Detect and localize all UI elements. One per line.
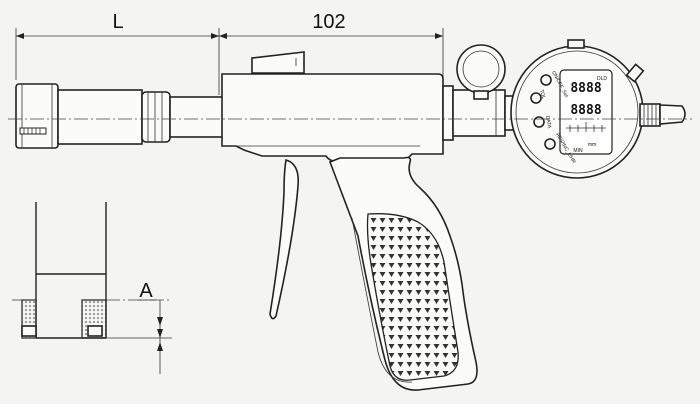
pistol-grip[interactable] <box>328 156 478 391</box>
dial-button-tol[interactable] <box>530 92 542 104</box>
dimension-a-label: A <box>139 280 153 302</box>
lcd-panel <box>559 69 613 155</box>
gun-body <box>221 51 444 163</box>
dial-button-data-label: DATA <box>544 115 552 129</box>
dial-button-tol-label: TOL <box>538 89 546 100</box>
digital-dial-indicator: 8888 8888 DLD mm MIN ON/OFF_Set TOL DATA… <box>510 39 645 179</box>
dial-button-onoff[interactable] <box>540 74 552 86</box>
lcd-unit: mm <box>588 142 596 148</box>
lcd-digits-1: 8888 <box>570 81 601 96</box>
small-indicator-knob <box>456 44 506 100</box>
trigger[interactable] <box>269 158 300 320</box>
dimension-l-label: L <box>112 11 123 33</box>
dial-button-data[interactable] <box>533 116 545 128</box>
measuring-head <box>15 83 59 149</box>
extension-tube <box>57 89 225 145</box>
dial-button-abs[interactable] <box>544 138 556 150</box>
dial-plunger <box>639 103 686 127</box>
lcd-bottom-mark: MIN <box>573 148 583 154</box>
lcd-digits-2: 8888 <box>570 103 601 118</box>
dimension-102-label: 102 <box>312 11 345 33</box>
dimension-l: L <box>15 11 220 95</box>
detail-bore-view: A <box>12 202 172 374</box>
lcd-top-mark: DLD <box>597 76 607 82</box>
